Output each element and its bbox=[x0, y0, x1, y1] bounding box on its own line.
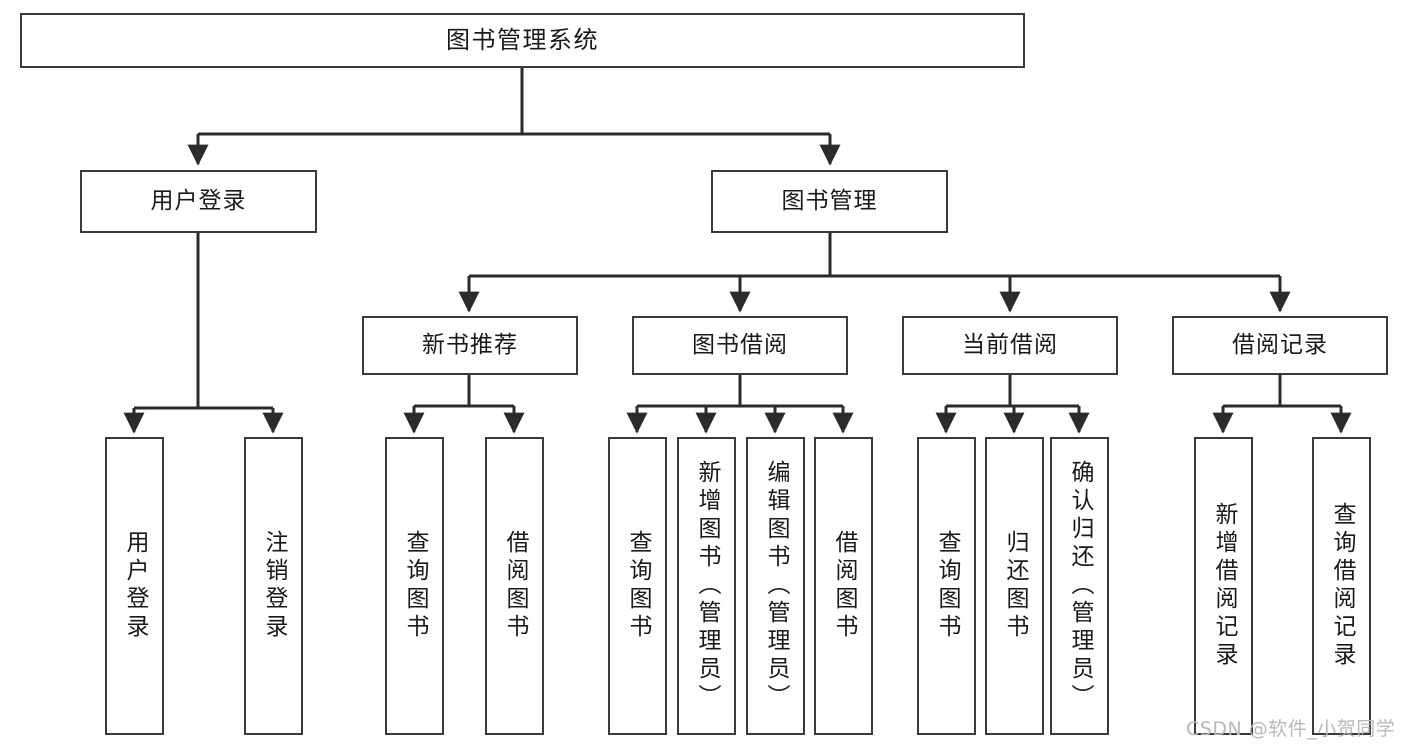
leaf-add-book-admin-label: 新增图书（管理员） bbox=[694, 460, 720, 712]
node-root-system-label: 图书管理系统 bbox=[446, 26, 599, 55]
node-current-borrow[interactable]: 当前借阅 bbox=[902, 316, 1118, 375]
leaf-return-book[interactable]: 归还图书 bbox=[985, 437, 1044, 735]
leaf-edit-book-admin[interactable]: 编辑图书（管理员） bbox=[746, 437, 805, 735]
leaf-user-login[interactable]: 用户登录 bbox=[105, 437, 164, 735]
node-borrow-record[interactable]: 借阅记录 bbox=[1172, 316, 1388, 375]
leaf-query-book-3[interactable]: 查询图书 bbox=[917, 437, 976, 735]
node-book-manage-label: 图书管理 bbox=[781, 187, 878, 214]
leaf-query-book-1[interactable]: 查询图书 bbox=[385, 437, 444, 735]
leaf-confirm-return-admin-label: 确认归还（管理员） bbox=[1067, 460, 1093, 712]
node-book-borrow[interactable]: 图书借阅 bbox=[632, 316, 848, 375]
leaf-add-borrow-record[interactable]: 新增借阅记录 bbox=[1194, 437, 1253, 735]
leaf-query-book-2-label: 查询图书 bbox=[625, 530, 651, 642]
leaf-query-book-2[interactable]: 查询图书 bbox=[608, 437, 667, 735]
leaf-edit-book-admin-label: 编辑图书（管理员） bbox=[763, 460, 789, 712]
node-current-borrow-label: 当前借阅 bbox=[962, 331, 1058, 358]
leaf-query-borrow-record-label: 查询借阅记录 bbox=[1329, 502, 1355, 670]
leaf-return-book-label: 归还图书 bbox=[1002, 530, 1028, 642]
node-book-borrow-label: 图书借阅 bbox=[692, 331, 788, 358]
leaf-borrow-book-2[interactable]: 借阅图书 bbox=[814, 437, 873, 735]
node-borrow-record-label: 借阅记录 bbox=[1232, 331, 1328, 358]
leaf-borrow-book-1[interactable]: 借阅图书 bbox=[485, 437, 544, 735]
csdn-watermark: CSDN @软件_小贺同学 bbox=[1186, 718, 1396, 740]
leaf-borrow-book-1-label: 借阅图书 bbox=[502, 530, 528, 642]
leaf-add-book-admin[interactable]: 新增图书（管理员） bbox=[677, 437, 736, 735]
leaf-confirm-return-admin[interactable]: 确认归还（管理员） bbox=[1050, 437, 1109, 735]
leaf-query-borrow-record[interactable]: 查询借阅记录 bbox=[1312, 437, 1371, 735]
node-user-login[interactable]: 用户登录 bbox=[80, 170, 317, 233]
leaf-borrow-book-2-label: 借阅图书 bbox=[831, 530, 857, 642]
node-new-book-recommend-label: 新书推荐 bbox=[422, 331, 518, 358]
node-new-book-recommend[interactable]: 新书推荐 bbox=[362, 316, 578, 375]
leaf-query-book-3-label: 查询图书 bbox=[934, 530, 960, 642]
leaf-user-logout[interactable]: 注销登录 bbox=[244, 437, 303, 735]
node-book-manage[interactable]: 图书管理 bbox=[711, 170, 948, 233]
leaf-user-logout-label: 注销登录 bbox=[261, 530, 287, 642]
leaf-query-book-1-label: 查询图书 bbox=[402, 530, 428, 642]
leaf-user-login-label: 用户登录 bbox=[122, 530, 148, 642]
node-user-login-label: 用户登录 bbox=[150, 187, 247, 214]
node-root-system[interactable]: 图书管理系统 bbox=[20, 13, 1025, 68]
leaf-add-borrow-record-label: 新增借阅记录 bbox=[1211, 502, 1237, 670]
